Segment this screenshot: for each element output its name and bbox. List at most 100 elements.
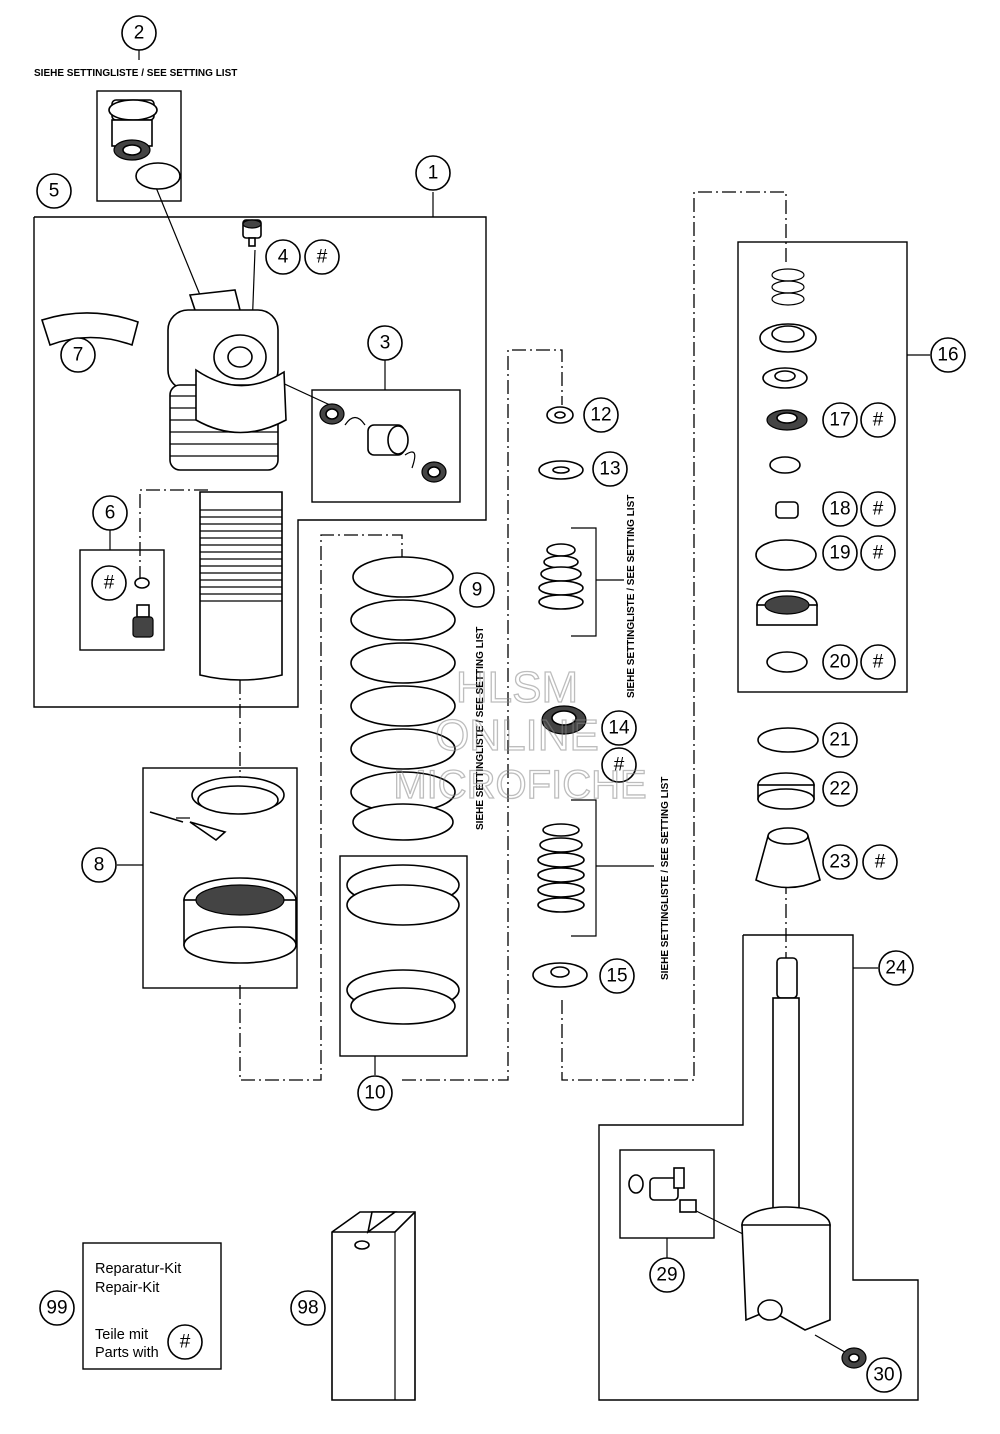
hash-marker-kit: # xyxy=(167,1324,203,1360)
parts-with-de: Teile mit xyxy=(95,1327,148,1343)
part-6-valve xyxy=(132,577,154,638)
repair-kit-de: Reparatur-Kit xyxy=(95,1261,181,1277)
svg-text:#: # xyxy=(180,1332,191,1353)
shim-stack-lower xyxy=(537,823,585,913)
callout-13[interactable]: 13 xyxy=(592,451,628,487)
svg-text:#: # xyxy=(873,499,884,520)
callout-2[interactable]: 2 xyxy=(121,15,157,51)
assembly-box-3 xyxy=(311,360,461,503)
hash-marker-18: # xyxy=(860,491,896,527)
svg-text:4: 4 xyxy=(278,247,289,268)
svg-text:2: 2 xyxy=(134,23,145,44)
svg-text:15: 15 xyxy=(606,966,627,987)
part-1-shock-body xyxy=(167,289,287,681)
callout-30[interactable]: 30 xyxy=(866,1357,902,1393)
part-15-washer xyxy=(532,962,588,988)
part-24-damper-shaft xyxy=(741,957,831,1331)
svg-text:#: # xyxy=(614,755,625,776)
callout-22[interactable]: 22 xyxy=(822,771,858,807)
svg-text:5: 5 xyxy=(49,181,60,202)
part-21-circlip xyxy=(757,727,819,753)
svg-text:1: 1 xyxy=(428,163,439,184)
assembly-box-2 xyxy=(96,90,182,202)
assembly-box-6 xyxy=(79,530,165,651)
hash-marker-14: # xyxy=(601,747,637,783)
part-13-washer xyxy=(538,460,584,480)
setting-list-note-shims-lower: SIEHE SETTINGLISTE / SEE SETTING LIST xyxy=(660,777,671,980)
callout-19[interactable]: 19 xyxy=(822,535,858,571)
setting-list-note-spring: SIEHE SETTINGLISTE / SEE SETTING LIST xyxy=(475,627,486,830)
callout-29[interactable]: 29 xyxy=(649,1257,685,1293)
callout-4[interactable]: 4 xyxy=(265,239,301,275)
callout-17[interactable]: 17 xyxy=(822,402,858,438)
callout-23[interactable]: 23 xyxy=(822,844,858,880)
svg-text:18: 18 xyxy=(829,499,850,520)
callout-1[interactable]: 1 xyxy=(415,155,451,191)
callout-21[interactable]: 21 xyxy=(822,722,858,758)
part-22-seal-head xyxy=(757,772,815,810)
svg-text:#: # xyxy=(875,852,886,873)
hash-marker-20: # xyxy=(860,644,896,680)
svg-text:HLSM: HLSM xyxy=(456,663,578,712)
callouts: 1 2 3 4 5 6 7 8 9 10 12 13 14 15 16 17 1… xyxy=(36,15,966,1393)
part-29-valve-parts xyxy=(628,1167,697,1213)
svg-text:ONLINE: ONLINE xyxy=(435,711,599,760)
callout-99[interactable]: 99 xyxy=(39,1290,75,1326)
callout-3[interactable]: 3 xyxy=(367,325,403,361)
svg-text:21: 21 xyxy=(829,730,850,751)
svg-text:6: 6 xyxy=(105,503,116,524)
setting-list-note-top: SIEHE SETTINGLISTE / SEE SETTING LIST xyxy=(34,68,237,79)
svg-text:#: # xyxy=(873,652,884,673)
callout-24[interactable]: 24 xyxy=(878,950,914,986)
assembly-box-1 xyxy=(33,192,487,708)
repair-kit-box xyxy=(82,1242,222,1370)
svg-text:17: 17 xyxy=(829,410,850,431)
svg-text:MICROFICHE: MICROFICHE xyxy=(393,763,646,807)
callout-14[interactable]: 14 xyxy=(601,710,637,746)
part-3-bearing-set xyxy=(319,403,447,483)
callout-15[interactable]: 15 xyxy=(599,958,635,994)
callout-10[interactable]: 10 xyxy=(357,1075,393,1111)
assembly-box-10 xyxy=(339,855,468,1075)
svg-text:10: 10 xyxy=(364,1083,385,1104)
svg-text:7: 7 xyxy=(73,345,84,366)
svg-text:9: 9 xyxy=(472,580,483,601)
callout-16[interactable]: 16 xyxy=(930,337,966,373)
part-14-piston xyxy=(541,705,587,735)
svg-text:8: 8 xyxy=(94,855,105,876)
assembly-box-8 xyxy=(117,767,298,989)
hash-marker-4: # xyxy=(304,239,340,275)
svg-text:23: 23 xyxy=(829,852,850,873)
svg-text:13: 13 xyxy=(599,459,620,480)
callout-20[interactable]: 20 xyxy=(822,644,858,680)
callout-7[interactable]: 7 xyxy=(60,337,96,373)
part-9-spring xyxy=(350,556,456,841)
callout-6[interactable]: 6 xyxy=(92,495,128,531)
part-8-preload-ring xyxy=(149,776,297,964)
assembly-box-16 xyxy=(737,241,930,693)
part-10-spring-seats xyxy=(346,864,460,1025)
setting-list-bracket-right xyxy=(571,799,654,937)
svg-text:30: 30 xyxy=(873,1365,894,1386)
svg-text:29: 29 xyxy=(656,1265,677,1286)
assembly-box-29 xyxy=(619,1149,715,1258)
part-98-oil-can xyxy=(331,1211,416,1401)
hash-marker-19: # xyxy=(860,535,896,571)
setting-list-bracket-left xyxy=(571,527,624,637)
svg-text:24: 24 xyxy=(885,958,907,979)
part-12-nut xyxy=(546,406,574,424)
part-23-bumper xyxy=(755,827,821,889)
callout-8[interactable]: 8 xyxy=(81,847,117,883)
svg-text:19: 19 xyxy=(829,543,850,564)
part-4-screw xyxy=(242,219,262,247)
svg-text:22: 22 xyxy=(829,779,850,800)
callout-98[interactable]: 98 xyxy=(290,1290,326,1326)
callout-5[interactable]: 5 xyxy=(36,173,72,209)
callout-12[interactable]: 12 xyxy=(583,397,619,433)
callout-9[interactable]: 9 xyxy=(459,572,495,608)
callout-18[interactable]: 18 xyxy=(822,491,858,527)
svg-text:3: 3 xyxy=(380,333,391,354)
hash-marker-6: # xyxy=(91,565,127,601)
